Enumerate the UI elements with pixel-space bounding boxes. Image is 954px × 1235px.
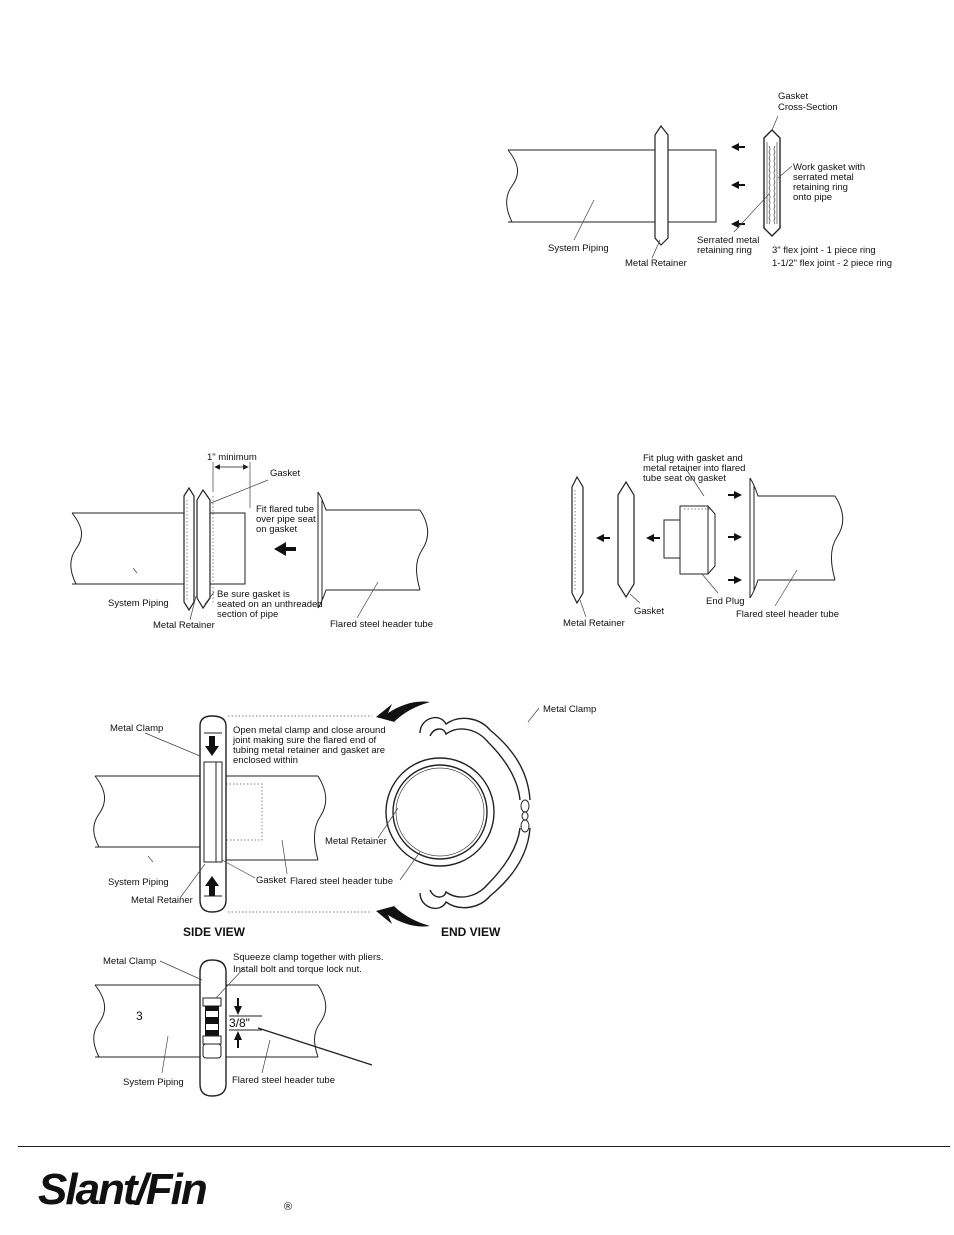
label-metal-retainer: Metal Retainer xyxy=(563,618,625,629)
label-metal-clamp: Metal Clamp xyxy=(103,956,156,967)
label-metal-retainer: Metal Retainer xyxy=(625,258,687,269)
label-be-sure-1: Be sure gasket is xyxy=(217,589,290,600)
label-open-clamp-4: enclosed within xyxy=(233,755,298,766)
flared-header-tube xyxy=(749,477,844,599)
label-flex-3: 3" flex joint - 1 piece ring xyxy=(772,245,876,256)
label-metal-clamp-left: Metal Clamp xyxy=(110,723,163,734)
label-flared-tube: Flared steel header tube xyxy=(330,619,433,630)
push-arrow xyxy=(274,542,296,556)
label-metal-retainer: Metal Retainer xyxy=(153,620,215,631)
pipe-seat xyxy=(668,149,717,223)
label-gasket: Gasket xyxy=(256,875,286,886)
label-work-gasket-4: onto pipe xyxy=(793,192,832,203)
figure-fit-flared-tube: 1" minimum Gasket Fit flared tube over p… xyxy=(70,452,433,631)
figure-metal-clamp-views: Metal Clamp Metal Clamp Open metal clamp… xyxy=(93,701,596,939)
system-piping-pipe xyxy=(506,149,656,223)
pointer-line xyxy=(257,1027,373,1066)
label-gasket-cross-section-1: Gasket xyxy=(778,91,808,102)
gap-dimension xyxy=(229,998,262,1048)
label-squeeze-1: Squeeze clamp together with pliers. xyxy=(233,952,384,963)
label-gasket: Gasket xyxy=(270,468,300,479)
figure-squeeze-clamp: Metal Clamp Squeeze clamp together with … xyxy=(93,952,384,1097)
flared-header-tube xyxy=(226,775,327,861)
label-be-sure-2: seated on an unthreaded xyxy=(217,599,323,610)
label-flared-tube: Flared steel header tube xyxy=(232,1075,335,1086)
label-gasket-cross-section-2: Cross-Section xyxy=(778,102,838,113)
label-flared-tube: Flared steel header tube xyxy=(736,609,839,620)
metal-clamp-side xyxy=(199,715,227,913)
label-metal-retainer-end: Metal Retainer xyxy=(325,836,387,847)
metal-retainer xyxy=(183,486,195,612)
figure-end-plug: Fit plug with gasket and metal retainer … xyxy=(563,453,844,629)
label-side-view: SIDE VIEW xyxy=(183,925,246,939)
label-serrated-ring-2: retaining ring xyxy=(697,245,752,256)
label-minimum: 1" minimum xyxy=(207,452,257,463)
figure-gasket-onto-pipe: Gasket Cross-Section Work gasket with se… xyxy=(506,91,892,269)
system-piping-pipe xyxy=(70,512,186,585)
label-gasket: Gasket xyxy=(634,606,664,617)
end-plug xyxy=(663,505,716,575)
label-flared-tube: Flared steel header tube xyxy=(290,876,393,887)
system-piping-pipe xyxy=(93,775,200,848)
close-arrow-top xyxy=(376,701,430,724)
label-system-piping: System Piping xyxy=(123,1077,184,1088)
label-end-view: END VIEW xyxy=(441,925,501,939)
label-be-sure-3: section of pipe xyxy=(217,609,278,620)
label-flex-15: 1-1/2" flex joint - 2 piece ring xyxy=(772,258,892,269)
label-fit-flared-1: Fit flared tube xyxy=(256,504,314,515)
flared-header-tube xyxy=(317,491,429,609)
metal-retainer xyxy=(571,475,584,605)
label-fit-plug-1: Fit plug with gasket and xyxy=(643,453,743,464)
close-arrow-bottom xyxy=(376,904,430,927)
label-system-piping: System Piping xyxy=(108,598,169,609)
label-open-clamp-2: joint making sure the flared end of xyxy=(232,735,376,746)
label-dimension: 3/8" xyxy=(229,1016,250,1030)
label-fit-plug-3: tube seat on gasket xyxy=(643,473,726,484)
label-squeeze-2: Install bolt and torque lock nut. xyxy=(233,964,362,975)
label-work-gasket-1: Work gasket with xyxy=(793,162,865,173)
label-system-piping: System Piping xyxy=(548,243,609,254)
label-open-clamp-1: Open metal clamp and close around xyxy=(233,725,386,736)
pipe-seat xyxy=(210,512,246,585)
label-fit-flared-3: on gasket xyxy=(256,524,298,535)
page-number: 3 xyxy=(136,1009,143,1023)
system-piping-pipe xyxy=(93,984,200,1058)
footer-rule xyxy=(18,1146,950,1147)
metal-retainer xyxy=(654,124,669,246)
gasket-cross-section xyxy=(763,129,781,237)
push-arrows xyxy=(731,143,745,228)
label-metal-retainer: Metal Retainer xyxy=(131,895,193,906)
gasket xyxy=(196,488,211,610)
logo-wordmark: Slant/Fin xyxy=(38,1165,207,1214)
label-open-clamp-3: tubing metal retainer and gasket are xyxy=(233,745,385,756)
slantfin-logo: Slant/Fin ® xyxy=(38,1165,292,1214)
logo-registered-mark: ® xyxy=(284,1201,292,1213)
label-end-plug: End Plug xyxy=(706,596,745,607)
gasket xyxy=(617,480,635,599)
label-serrated-ring-1: Serrated metal xyxy=(697,235,759,246)
label-work-gasket-3: retaining ring xyxy=(793,182,848,193)
label-metal-clamp-right: Metal Clamp xyxy=(543,704,596,715)
metal-clamp-bolted xyxy=(199,959,227,1097)
label-fit-plug-2: metal retainer into flared xyxy=(643,463,745,474)
label-fit-flared-2: over pipe seat xyxy=(256,514,316,525)
label-work-gasket-2: serrated metal xyxy=(793,172,854,183)
end-view-clamp xyxy=(385,716,531,910)
label-system-piping: System Piping xyxy=(108,877,169,888)
